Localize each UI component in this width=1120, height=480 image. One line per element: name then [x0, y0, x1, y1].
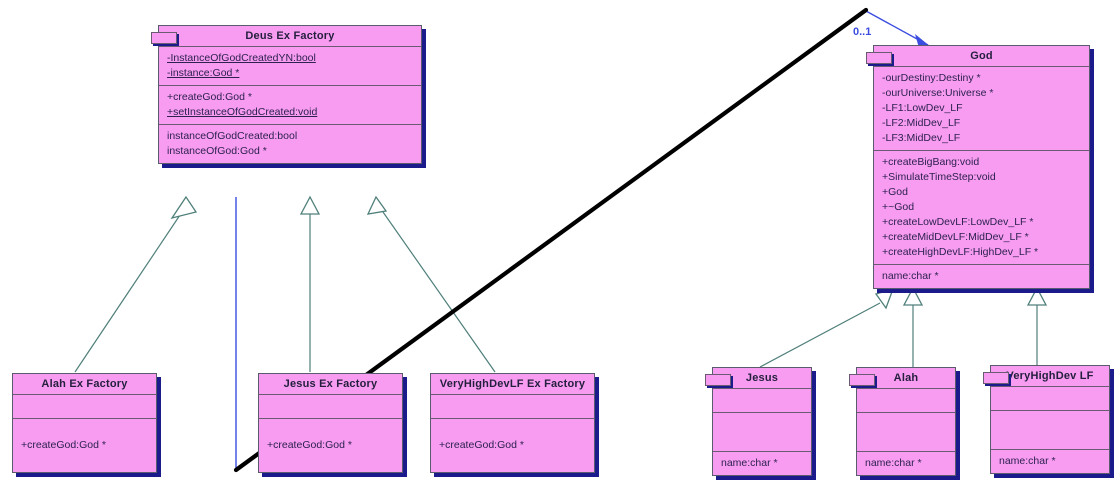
attributes-compartment	[431, 394, 594, 418]
attributes-compartment	[259, 394, 402, 418]
empty-row	[865, 432, 949, 447]
attributes-compartment	[713, 388, 811, 412]
operation-item: +createGod:God *	[267, 439, 352, 451]
operations-compartment	[991, 410, 1109, 449]
operations-compartment: +createBigBang:void +SimulateTimeStep:vo…	[874, 150, 1089, 264]
operation-item: +~God	[882, 201, 915, 213]
class-tab-icon	[983, 372, 1009, 384]
extra-item: name:char *	[865, 457, 922, 469]
class-tab-icon	[151, 32, 177, 44]
class-name-god: God	[970, 50, 993, 62]
attribute-item: -InstanceOfGodCreatedYN:bool	[167, 52, 316, 64]
operation-item: +createMidDevLF:MidDev_LF *	[882, 231, 1029, 243]
class-alah[interactable]: Alah name:char *	[849, 367, 956, 476]
edge-alah-to-god	[902, 286, 924, 367]
attributes-compartment	[991, 386, 1109, 410]
class-deus-ex-factory[interactable]: Deus Ex Factory -InstanceOfGodCreatedYN:…	[151, 25, 422, 164]
class-name-deus-ex-factory: Deus Ex Factory	[245, 30, 335, 42]
empty-row	[865, 393, 949, 408]
extra-item: name:char *	[882, 270, 939, 282]
extra-item: name:char *	[999, 455, 1056, 467]
extra-item: name:char *	[721, 457, 778, 469]
attributes-compartment: -InstanceOfGodCreatedYN:bool -instance:G…	[159, 46, 421, 85]
empty-row	[721, 417, 805, 432]
class-name-alah: Alah	[893, 372, 919, 384]
operations-compartment: +createGod:God *	[259, 418, 402, 472]
operation-item: +createLowDevLF:LowDev_LF *	[882, 216, 1034, 228]
class-jesus[interactable]: Jesus name:char *	[705, 367, 812, 476]
attribute-item: -LF1:LowDev_LF	[882, 102, 963, 114]
extra-compartment: name:char *	[857, 451, 955, 475]
extra-compartment: name:char *	[991, 449, 1109, 473]
operation-item: +SimulateTimeStep:void	[882, 171, 996, 183]
class-tab-icon	[866, 52, 892, 64]
edge-jesus-to-god	[759, 288, 895, 368]
empty-row	[439, 423, 588, 438]
class-name-veryhighdevlf-ex-factory: VeryHighDevLF Ex Factory	[439, 378, 586, 390]
extra-compartment: instanceOfGodCreated:bool instanceOfGod:…	[159, 124, 421, 163]
operations-compartment: +createGod:God *	[13, 418, 156, 472]
attribute-item: -LF3:MidDev_LF	[882, 132, 961, 144]
extra-item: instanceOfGod:God *	[167, 145, 267, 157]
empty-row	[865, 417, 949, 432]
empty-row	[439, 399, 588, 414]
class-tab-icon	[705, 374, 731, 386]
class-name-veryhighdev-lf: VeryHighDev LF	[1006, 370, 1094, 382]
multiplicity-label-0-1: 0..1	[853, 26, 872, 38]
extra-item: instanceOfGodCreated:bool	[167, 130, 298, 142]
empty-row	[439, 453, 588, 468]
class-name-jesus-ex-factory: Jesus Ex Factory	[283, 378, 378, 390]
empty-row	[21, 453, 150, 468]
operations-compartment	[857, 412, 955, 451]
empty-row	[267, 399, 396, 414]
operation-item: +God	[882, 186, 908, 198]
empty-row	[999, 415, 1103, 430]
edge-jesus-factory-to-deus	[299, 195, 321, 372]
class-god[interactable]: God -ourDestiny:Destiny * -ourUniverse:U…	[866, 45, 1090, 289]
empty-row	[21, 423, 150, 438]
edge-veryhighdevlf-to-god	[1026, 286, 1048, 365]
extra-compartment: name:char *	[713, 451, 811, 475]
operations-compartment: +createGod:God * +setInstanceOfGodCreate…	[159, 85, 421, 124]
class-alah-ex-factory[interactable]: Alah Ex Factory +createGod:God *	[12, 373, 157, 473]
attribute-item: -ourUniverse:Universe *	[882, 87, 994, 99]
edge-veryhighdevlf-factory-to-deus	[366, 195, 496, 373]
operation-item: +createGod:God *	[21, 439, 106, 451]
attribute-item: -ourDestiny:Destiny *	[882, 72, 981, 84]
class-veryhighdev-lf[interactable]: VeryHighDev LF name:char *	[983, 365, 1110, 474]
extra-compartment: name:char *	[874, 264, 1089, 288]
operation-item: +createHighDevLF:HighDev_LF *	[882, 246, 1039, 258]
empty-row	[999, 430, 1103, 445]
operations-compartment: +createGod:God *	[431, 418, 594, 472]
operation-item: +createGod:God *	[167, 91, 252, 103]
empty-row	[267, 423, 396, 438]
attributes-compartment: -ourDestiny:Destiny * -ourUniverse:Unive…	[874, 66, 1089, 150]
empty-row	[999, 391, 1103, 406]
empty-row	[721, 432, 805, 447]
attribute-item: -instance:God *	[167, 67, 240, 79]
empty-row	[21, 399, 150, 414]
empty-row	[721, 393, 805, 408]
operation-item: +createBigBang:void	[882, 156, 980, 168]
class-jesus-ex-factory[interactable]: Jesus Ex Factory +createGod:God *	[258, 373, 403, 473]
attributes-compartment	[857, 388, 955, 412]
class-tab-icon	[849, 374, 875, 386]
edge-alah-factory-to-deus	[74, 195, 198, 373]
operation-item: +createGod:God *	[439, 439, 524, 451]
attribute-item: -LF2:MidDev_LF	[882, 117, 961, 129]
operation-item: +setInstanceOfGodCreated:void	[167, 106, 318, 118]
class-name-alah-ex-factory: Alah Ex Factory	[41, 378, 128, 390]
empty-row	[267, 453, 396, 468]
attributes-compartment	[13, 394, 156, 418]
class-veryhighdevlf-ex-factory[interactable]: VeryHighDevLF Ex Factory +createGod:God …	[430, 373, 595, 473]
operations-compartment	[713, 412, 811, 451]
